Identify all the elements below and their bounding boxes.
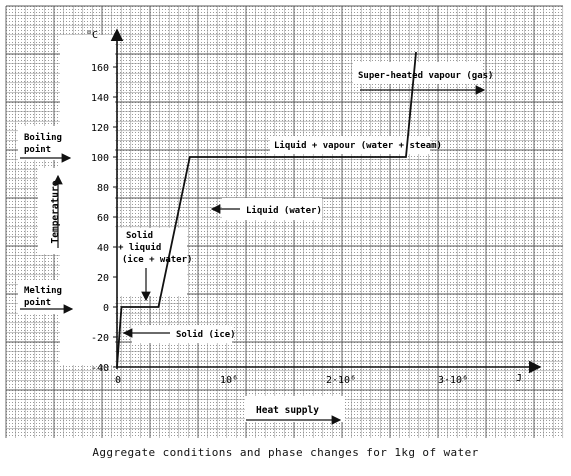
- x-axis-title: Heat supply: [256, 405, 319, 416]
- label-box-liqvap: [270, 136, 430, 154]
- label-liquid: Liquid (water): [246, 205, 322, 216]
- label-box-ice: [132, 325, 232, 343]
- label-melting-2: point: [24, 297, 51, 308]
- x-tick-label: 2·10⁶: [326, 375, 356, 386]
- label-superheated-vapour: Super-heated vapour (gas): [358, 71, 493, 81]
- label-box-yaxis: [60, 35, 115, 365]
- figure-caption: Aggregate conditions and phase changes f…: [92, 446, 479, 459]
- label-box-vapour: [353, 62, 483, 84]
- y-tick-label: 120: [91, 123, 109, 134]
- label-box-solid-liquid: [115, 228, 187, 296]
- label-solid-ice: Solid (ice): [176, 329, 236, 340]
- label-boiling-2: point: [24, 144, 51, 155]
- y-tick-label: -20: [91, 333, 109, 344]
- y-axis-title: Temperature: [50, 180, 61, 243]
- label-box-heat: [245, 396, 345, 422]
- x-tick-label: 10⁶: [220, 375, 238, 386]
- y-tick-label: 0: [103, 303, 109, 314]
- y-tick-label: 160: [91, 63, 109, 74]
- label-boiling-1: Boiling: [24, 132, 62, 143]
- label-solid-liquid-3: (ice + water): [122, 254, 192, 265]
- label-solid-liquid-2: + liquid: [118, 242, 161, 253]
- y-tick-label: 100: [91, 153, 109, 164]
- x-tick-label: 3·10⁶: [438, 375, 468, 386]
- y-tick-label: 80: [97, 183, 109, 194]
- label-solid-liquid-1: Solid: [126, 230, 153, 241]
- y-tick-label: 40: [97, 243, 109, 254]
- y-tick-label: -40: [91, 363, 109, 374]
- x-unit-label: J: [516, 373, 522, 384]
- y-tick-label: 20: [97, 273, 109, 284]
- y-tick-label: 60: [97, 213, 109, 224]
- label-box-liquid: [222, 198, 322, 220]
- label-liquid-vapour: Liquid + vapour (water + steam): [274, 140, 442, 151]
- label-melting-1: Melting: [24, 285, 62, 296]
- y-tick-label: 140: [91, 93, 109, 104]
- heating-curve: [116, 51, 417, 368]
- y-unit-label: °C: [86, 30, 98, 41]
- phase-change-chart: -40 -20 0 20 40 60 80 100 120 140 160 °C 0 10⁶ 2·10⁶ 3·…: [5, 5, 564, 438]
- x-tick-label: 0: [115, 375, 121, 386]
